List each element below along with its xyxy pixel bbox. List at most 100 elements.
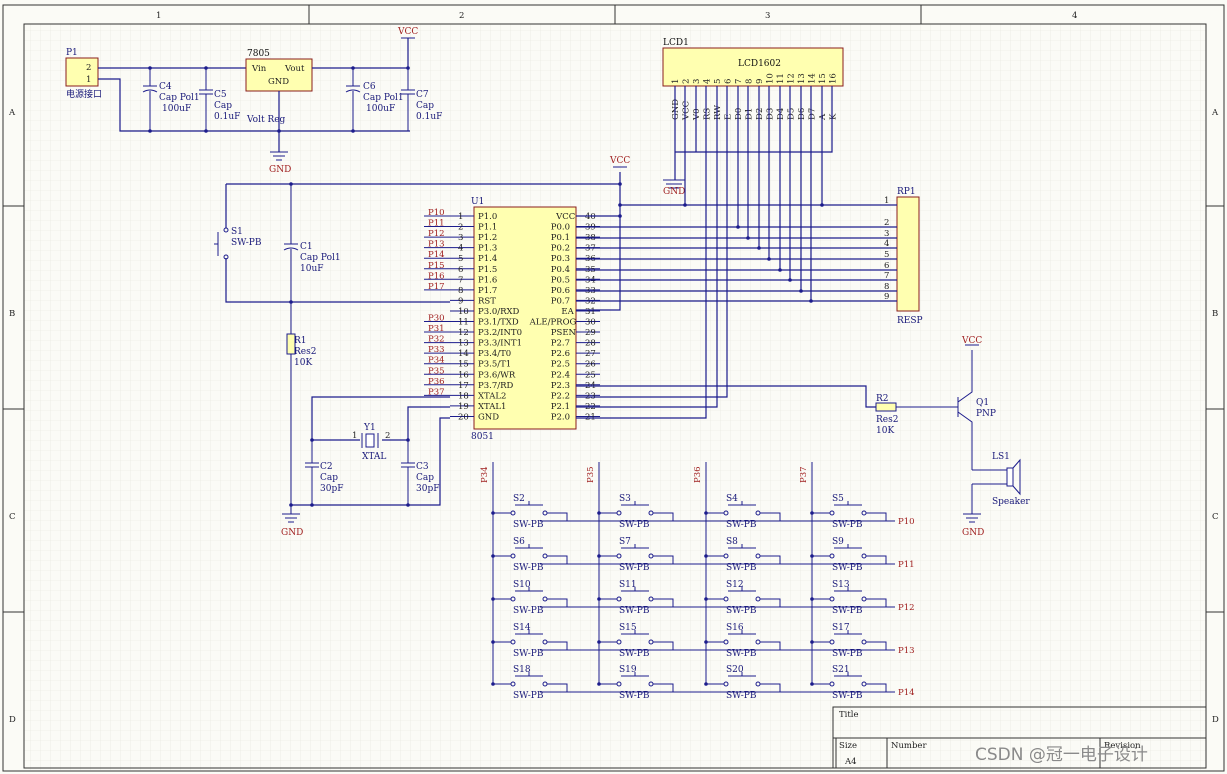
border-row-b: B bbox=[9, 309, 15, 319]
y1-ref: Y1 bbox=[363, 423, 376, 433]
c5-val: 0.1uF bbox=[214, 112, 240, 122]
mcu-body bbox=[473, 206, 577, 430]
mcu-pin-name: P3.7/RD bbox=[478, 381, 514, 391]
lcd-pin-name: RW bbox=[713, 105, 723, 120]
rp1-pin-number: 2 bbox=[884, 218, 889, 228]
ls-type: Speaker bbox=[992, 497, 1030, 507]
mcu-ref: U1 bbox=[471, 197, 484, 207]
mcu-pin-name: P1.7 bbox=[478, 286, 497, 296]
lcd-pin-number: 10 bbox=[766, 73, 776, 84]
mcu-pin-number: 6 bbox=[458, 265, 463, 275]
c5-ref: C5 bbox=[214, 90, 227, 100]
lcd-pin-name: GND bbox=[671, 99, 681, 120]
mcu-pin-name: P0.6 bbox=[551, 286, 570, 296]
mcu-pin-name: P2.4 bbox=[551, 370, 570, 380]
mcu-pin-number: 1 bbox=[458, 212, 463, 222]
r2-type: Res2 bbox=[876, 415, 898, 425]
y1-body bbox=[365, 433, 375, 448]
rp1-ref: RP1 bbox=[897, 187, 916, 197]
switch-actuator bbox=[515, 501, 543, 506]
c1-ref: C1 bbox=[300, 242, 313, 252]
keypad-column-label: P35 bbox=[586, 466, 596, 483]
mcu-pin-number: 2 bbox=[458, 223, 463, 233]
mcu-pin-name: P1.1 bbox=[478, 223, 497, 233]
s1-ref: S1 bbox=[231, 227, 243, 237]
mcu-pin-name: P3.4/T0 bbox=[478, 349, 511, 359]
mcu-pin-name: P2.0 bbox=[551, 412, 570, 422]
mcu-pin-number: 14 bbox=[458, 349, 469, 359]
mcu-pin-name: P3.2/INT0 bbox=[478, 328, 522, 338]
r1-val: 10K bbox=[294, 358, 312, 368]
switch-ref: S20 bbox=[726, 665, 744, 675]
switch-type: SW-PB bbox=[513, 649, 544, 659]
mcu-pin-name: ALE/PROG bbox=[529, 318, 577, 328]
r2-val: 10K bbox=[876, 426, 894, 436]
switch-ref: S7 bbox=[619, 537, 631, 547]
mcu-pin-name: P3.1/TXD bbox=[478, 318, 519, 328]
mcu-net-label: P16 bbox=[428, 271, 445, 281]
c1-val: 10uF bbox=[300, 264, 324, 274]
mcu-pin-name: P2.7 bbox=[551, 339, 570, 349]
mcu-pin-number: 15 bbox=[458, 360, 469, 370]
switch-type: SW-PB bbox=[619, 649, 650, 659]
mcu-pin-name: P2.3 bbox=[551, 381, 570, 391]
switch-type: SW-PB bbox=[513, 563, 544, 573]
lcd-pin-number: 14 bbox=[808, 73, 818, 84]
mcu-pin-name: P0.3 bbox=[551, 254, 570, 264]
mcu-pin-name: PSEN bbox=[551, 328, 577, 338]
p1-pin1: 1 bbox=[86, 75, 91, 85]
lcd-pin-number: 6 bbox=[724, 79, 734, 84]
border-row-b-right: B bbox=[1212, 309, 1218, 319]
ls-ref: LS1 bbox=[992, 452, 1010, 462]
border-col-1: 1 bbox=[156, 11, 161, 21]
mcu-pin-name: P2.6 bbox=[551, 349, 570, 359]
keypad-row-label: P12 bbox=[898, 603, 915, 613]
switch-type: SW-PB bbox=[832, 563, 863, 573]
switch-ref: S5 bbox=[832, 494, 844, 504]
keypad-row-label: P13 bbox=[898, 646, 915, 656]
mcu-pin-name: XTAL1 bbox=[478, 402, 506, 412]
keypad-row-label: P11 bbox=[898, 560, 915, 570]
switch-type: SW-PB bbox=[832, 520, 863, 530]
switch-type: SW-PB bbox=[726, 520, 757, 530]
mcu-pin-number: 12 bbox=[458, 328, 469, 338]
mcu-pin-number: 19 bbox=[458, 402, 469, 412]
switch-actuator bbox=[834, 501, 862, 506]
mcu-pin-number: 17 bbox=[458, 381, 469, 391]
mcu-net-label: P35 bbox=[428, 366, 445, 376]
c6-ref: C6 bbox=[363, 82, 376, 92]
power-vcc: VCC bbox=[397, 27, 418, 37]
mcu-pin-name: P0.2 bbox=[551, 244, 570, 254]
switch-type: SW-PB bbox=[619, 563, 650, 573]
rp1-pin-number: 3 bbox=[884, 229, 889, 239]
buzzer-driver: R2 Res2 10K VCC Q1 PNP LS1 Speaker GND bbox=[875, 336, 1030, 538]
mcu-pin-name: P3.5/T1 bbox=[478, 360, 511, 370]
lcd1602: LCD1 LCD1602 1GND2VCC3V04RS5RW6E7D08D19D… bbox=[662, 38, 844, 197]
c7-ref: C7 bbox=[416, 90, 429, 100]
border-col-4: 4 bbox=[1072, 11, 1077, 21]
rp1-body bbox=[896, 196, 920, 312]
switch-ref: S12 bbox=[726, 580, 744, 590]
y1-pin2: 2 bbox=[385, 431, 390, 441]
lcd-gnd: GND bbox=[663, 187, 685, 197]
switch-type: SW-PB bbox=[619, 520, 650, 530]
regulator-7805 bbox=[245, 58, 313, 92]
mcu-pin-number: 9 bbox=[458, 296, 463, 306]
c2-ref: C2 bbox=[320, 462, 333, 472]
switch-actuator bbox=[515, 672, 543, 677]
lcd-pin-name: D1 bbox=[745, 108, 755, 120]
mcu-pin-name: XTAL2 bbox=[478, 391, 506, 401]
mcu-pin-name: RST bbox=[478, 296, 496, 306]
mcu-pin-number: 25 bbox=[585, 370, 596, 380]
c4-type: Cap Pol1 bbox=[159, 93, 200, 103]
switch-type: SW-PB bbox=[832, 691, 863, 701]
mcu-pin-number: 40 bbox=[585, 212, 596, 222]
switch-ref: S2 bbox=[513, 494, 525, 504]
lcd-pin-name: K bbox=[829, 113, 839, 120]
c6-val: 100uF bbox=[366, 104, 395, 114]
mcu-pin-name: P3.3/INT1 bbox=[478, 339, 522, 349]
switch-ref: S8 bbox=[726, 537, 738, 547]
mcu-net-label: P15 bbox=[428, 261, 445, 271]
switch-ref: S9 bbox=[832, 537, 844, 547]
